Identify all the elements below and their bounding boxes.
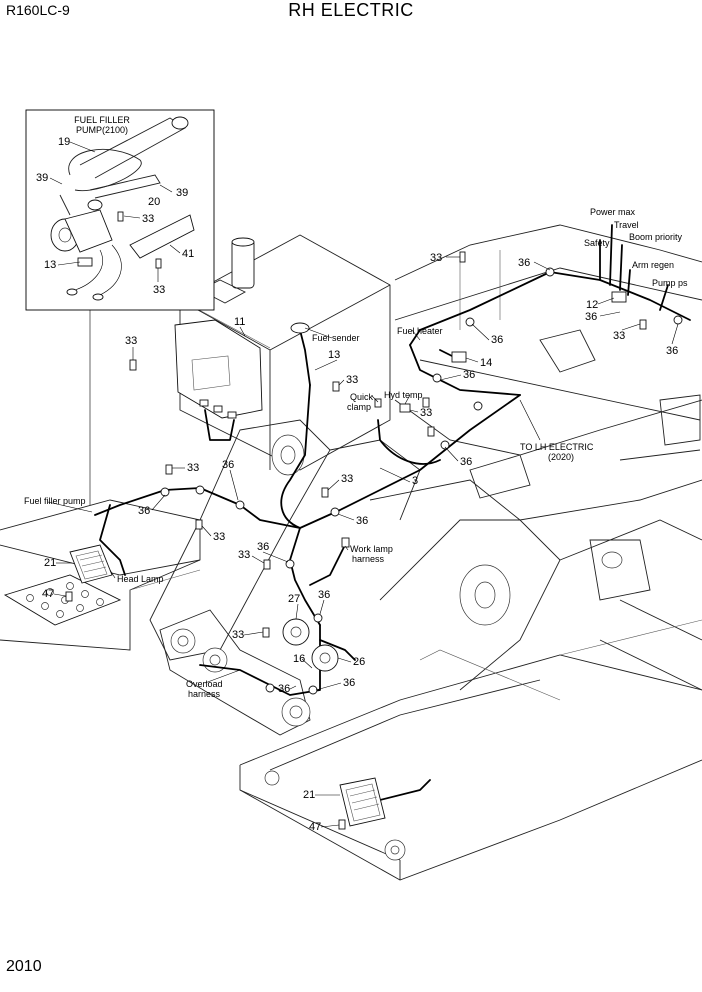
callout-11: 11	[234, 316, 245, 328]
components	[65, 251, 647, 830]
model-code: R160LC-9	[6, 2, 70, 18]
callout-13: 13	[328, 349, 340, 361]
callout-36b: 36	[585, 311, 597, 323]
callout-36d: 36	[491, 334, 503, 346]
inset-callout-33b: 33	[153, 284, 165, 296]
label-head-lamp: Head Lamp	[117, 574, 164, 584]
inset-callout-39a: 39	[36, 172, 48, 184]
callout-27: 27	[288, 593, 300, 605]
callout-36i: 36	[356, 515, 368, 527]
callout-33j: 33	[232, 629, 244, 641]
callout-33e: 33	[420, 407, 432, 419]
callout-12: 12	[586, 299, 598, 311]
callout-36c: 36	[666, 345, 678, 357]
callout-21b: 21	[303, 789, 315, 801]
label-to-lh-electric-ref: (2020)	[548, 452, 574, 462]
label-power-max: Power max	[590, 207, 636, 217]
callout-36l: 36	[343, 677, 355, 689]
component-labels: Power max Travel Safety Boom priority Ar…	[24, 207, 688, 699]
label-quick-clamp-line2: clamp	[347, 402, 371, 412]
callout-16: 16	[293, 653, 305, 665]
inset-callout-19: 19	[58, 136, 70, 148]
callout-36m: 36	[278, 683, 290, 695]
label-overload-harness-line2: harness	[188, 689, 221, 699]
callout-36k: 36	[318, 589, 330, 601]
label-pump-ps: Pump ps	[652, 278, 688, 288]
label-fuel-heater: Fuel heater	[397, 326, 443, 336]
inset-caption-line2: PUMP(2100)	[76, 125, 128, 135]
label-fuel-sender: Fuel sender	[312, 333, 360, 343]
callout-21a: 21	[44, 557, 56, 569]
label-overload-harness-line1: Overload	[186, 679, 223, 689]
label-quick-clamp-line1: Quick	[350, 392, 374, 402]
label-fuel-filler-pump: Fuel filler pump	[24, 496, 86, 506]
wiring-harness	[94, 224, 691, 801]
label-to-lh-electric: TO LH ELECTRIC	[520, 442, 594, 452]
callout-36f: 36	[460, 456, 472, 468]
label-boom-priority: Boom priority	[629, 232, 683, 242]
label-safety: Safety	[584, 238, 610, 248]
inset-callout-13: 13	[44, 259, 56, 271]
callout-33f: 33	[187, 462, 199, 474]
label-work-lamp-harness-line1: Work lamp	[350, 544, 393, 554]
inset-callout-39b: 39	[176, 187, 188, 199]
callout-14: 14	[480, 357, 492, 369]
callout-47b: 47	[309, 821, 321, 833]
callout-36j: 36	[257, 541, 269, 553]
page-number: 2010	[6, 958, 42, 975]
callout-3: 3	[412, 475, 418, 487]
page-title: RH ELECTRIC	[288, 0, 414, 20]
callout-33g: 33	[341, 473, 353, 485]
callout-36h: 36	[138, 505, 150, 517]
inset-callout-20: 20	[148, 196, 160, 208]
callout-numbers: 11 33 33 13 33 36 12 36 33 36 36 14 36 3…	[42, 252, 679, 833]
label-travel: Travel	[614, 220, 639, 230]
label-arm-regen: Arm regen	[632, 260, 674, 270]
callout-26: 26	[353, 656, 365, 668]
fuel-filler-pump-inset: FUEL FILLER PUMP(2100) 19	[25, 109, 215, 505]
callout-33c: 33	[346, 374, 358, 386]
inset-callout-41: 41	[182, 248, 194, 260]
inset-caption-line1: FUEL FILLER	[74, 115, 130, 125]
machine-frame-drawing	[0, 224, 702, 881]
callout-33a: 33	[125, 335, 137, 347]
callout-36e: 36	[463, 369, 475, 381]
callout-33b: 33	[430, 252, 442, 264]
callout-36a: 36	[518, 257, 530, 269]
label-hyd-temp: Hyd temp	[384, 390, 423, 400]
label-work-lamp-harness-line2: harness	[352, 554, 385, 564]
callout-36g: 36	[222, 459, 234, 471]
inset-callout-33a: 33	[142, 213, 154, 225]
callout-33i: 33	[238, 549, 250, 561]
callout-33h: 33	[213, 531, 225, 543]
callout-47a: 47	[42, 588, 54, 600]
callout-33d: 33	[613, 330, 625, 342]
